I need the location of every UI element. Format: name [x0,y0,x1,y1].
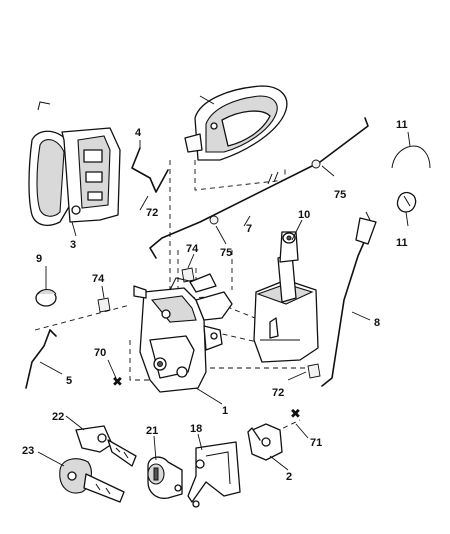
callout-9: 9 [36,253,42,265]
rod-clip-75-upper [311,159,321,169]
inner-door-handle [28,101,121,226]
cross-marker-71: ✖ [290,407,301,422]
callout-72-lower: 72 [272,387,284,399]
callout-71: 71 [310,437,322,449]
callout-1: 1 [222,405,228,417]
bracket-18 [187,441,241,508]
ring-11-upper [391,145,431,169]
callout-2: 2 [286,471,292,483]
key-23 [59,458,125,503]
outer-door-handle [184,85,288,161]
callout-75-upper: 75 [334,189,346,201]
rod-4 [131,147,169,193]
door-lock-1 [133,273,233,393]
callout-72-upper: 72 [146,207,158,219]
callout-74-right: 74 [186,243,199,255]
callout-8: 8 [374,317,380,329]
callout-7: 7 [246,223,252,235]
callout-22: 22 [52,411,64,423]
callout-11-lower: 11 [396,237,408,249]
callout-70: 70 [94,347,106,359]
clip-72-right [307,363,321,379]
callout-75-lower: 75 [220,247,232,259]
ring-11-lower [396,191,417,213]
rod-5 [25,329,57,389]
callout-74-left: 74 [92,273,105,285]
callout-21: 21 [146,425,158,437]
key-22 [75,425,137,467]
rod-clip-75-lower [209,215,219,225]
cable-8 [321,211,377,387]
cross-marker-70: ✖ [112,375,123,390]
clip-74-left [97,297,111,313]
actuator-10 [253,231,319,363]
callout-4: 4 [135,127,142,139]
callout-18: 18 [190,423,202,435]
leader-lines [37,131,411,471]
plug-9 [35,288,57,307]
plate-2 [247,423,283,461]
callout-11-upper: 11 [396,119,408,131]
callout-3: 3 [70,239,76,251]
lock-cylinder-21 [147,456,183,499]
rod-7 [149,117,369,259]
callout-5: 5 [66,375,72,387]
callout-23: 23 [22,445,34,457]
callout-10: 10 [298,209,310,221]
callout-labels: 3 4 72 7 75 75 74 74 9 11 11 10 8 5 70 1… [22,119,408,483]
